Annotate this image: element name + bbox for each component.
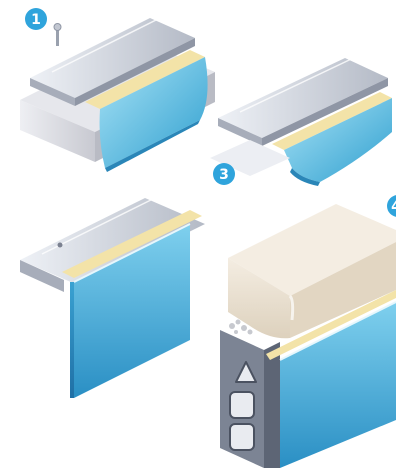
step-3-illustration — [20, 192, 205, 398]
block-cell-icon — [230, 392, 254, 418]
step-4-wall-side — [264, 342, 280, 468]
step-3-badge: 3 — [213, 163, 235, 185]
step-4-badge: 4 — [387, 195, 396, 217]
step-1-number: 1 — [31, 12, 41, 28]
step-4-illustration: 4 — [220, 195, 396, 468]
step-3-liner-edge — [70, 282, 74, 398]
step-1-badge: 1 — [25, 8, 47, 30]
step-3-number: 3 — [219, 167, 229, 183]
step-4-number: 4 — [391, 199, 396, 215]
screw-icon — [54, 24, 61, 47]
step-2-illustration — [210, 52, 392, 186]
block-cell-icon — [230, 424, 254, 450]
step-1-illustration: 1 — [20, 8, 215, 172]
